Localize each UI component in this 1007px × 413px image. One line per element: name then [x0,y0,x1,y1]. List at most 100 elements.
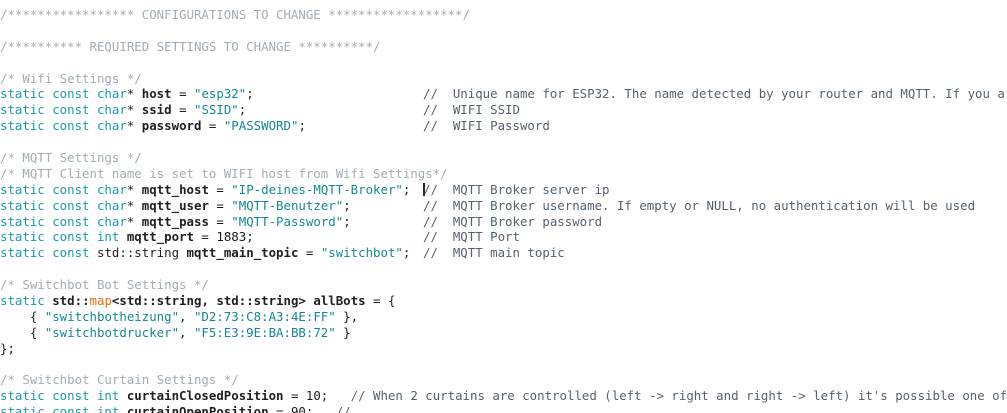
keyword-token: static const char [0,118,127,134]
string-literal: "MQTT-Benutzer" [231,197,344,213]
code-line: static const char* mqtt_pass = "MQTT-Pas… [0,214,1007,230]
semicolon: ; [246,86,254,102]
line-comment: // MQTT main topic [423,245,565,261]
map-key-string: "switchbotheizung" [44,308,180,324]
type-token: std::string [96,245,180,261]
block-comment-text: /* Switchbot Bot Settings */ [0,277,209,293]
pointer-star: * [126,86,135,102]
identifier-token: ssid [141,102,172,118]
map-key-string: "switchbotdrucker" [44,324,180,340]
indent [0,325,30,340]
identifier-token: mqtt_host [141,181,209,197]
identifier-token: mqtt_main_topic [186,245,299,261]
code-line: /* MQTT Client name is set to WIFI host … [0,166,1007,182]
map-value-string: "D2:73:C8:A3:4E:FF" [193,308,336,324]
line-comment: // MQTT Port [423,229,520,245]
block-comment-text: /********** REQUIRED SETTINGS TO CHANGE … [0,38,381,54]
string-literal: "esp32" [194,86,247,102]
identifier-token: mqtt_pass [141,213,209,229]
identifier-token: mqtt_port [126,229,194,245]
code-line: { "switchbotheizung", "D2:73:C8:A3:4E:FF… [0,309,1007,325]
semicolon: ; [343,197,351,213]
open-brace: { [387,293,396,309]
semicolon: ; [238,102,247,118]
namespace-token: std:: [44,293,90,309]
assign-operator: = [283,388,306,404]
identifier-token: host [141,86,172,102]
close-brace-statement: }; [0,340,15,356]
keyword-token: static const char [0,213,127,229]
generic-args: <std::string, std::string> [111,293,314,309]
code-line: /* Switchbot Curtain Settings */ [0,372,1007,388]
string-literal: "IP-deines-MQTT-Broker" [231,181,403,197]
code-line: static const int curtainClosedPosition =… [0,388,1007,404]
code-line: /* Wifi Settings */ [0,71,1007,87]
code-line-blank [0,55,1007,71]
code-line: /* MQTT Settings */ [0,150,1007,166]
code-line-blank [0,357,1007,373]
line-comment: // MQTT Broker password [423,213,603,229]
code-line: }; [0,341,1007,357]
block-comment-text: /* Switchbot Curtain Settings */ [0,372,239,388]
assign-operator: = [208,197,232,213]
identifier-token: password [141,118,202,134]
code-line: static std::map<std::string, std::string… [0,293,1007,309]
identifier-token: curtainClosedPosition [126,388,284,404]
code-line-blank [0,23,1007,39]
block-comment-text: /***************** CONFIGURATIONS TO CHA… [0,7,470,22]
assign-operator: = [208,181,232,197]
line-comment: // MQTT Broker server ip [423,181,610,197]
keyword-token: static [0,293,45,309]
semicolon: ; [402,181,411,197]
map-value-string: "F5:E3:9E:BA:BB:72" [193,324,336,340]
code-line: static const char* mqtt_host = "IP-deine… [0,182,1007,198]
semicolon: ; [402,245,411,261]
code-line: static const char* password = "PASSWORD"… [0,118,1007,134]
assign-operator: = [193,229,217,245]
line-comment: // MQTT Broker username. If empty or NUL… [423,197,976,213]
code-line-clipped: static const int curtainOpenPosition = 9… [0,404,359,413]
string-literal: "MQTT-Password" [231,213,344,229]
string-literal: "SSID" [194,102,239,118]
keyword-token: static const [0,245,97,261]
code-line: static const int mqtt_port = 1883;// MQT… [0,229,1007,245]
assign-operator: = [298,245,321,261]
block-comment-text: /* MQTT Settings */ [0,150,142,166]
pointer-star: * [126,181,135,197]
code-line: static const char* host = "esp32";// Uni… [0,86,1007,102]
assign-operator: = [201,118,224,134]
code-line: { "switchbotdrucker", "F5:E3:9E:BA:BB:72… [0,325,1007,341]
code-line: /********** REQUIRED SETTINGS TO CHANGE … [0,39,1007,55]
pointer-star: * [126,102,135,118]
code-line: static const char* ssid = "SSID";// WIFI… [0,102,1007,118]
code-line-blank [0,261,1007,277]
string-literal: "PASSWORD" [223,118,299,134]
code-line: /* Switchbot Bot Settings */ [0,277,1007,293]
assign-operator: = [365,293,388,309]
line-comment: // WIFI Password [423,118,550,134]
code-line: static const std::string mqtt_main_topic… [0,245,1007,261]
pointer-star: * [126,197,135,213]
block-comment-text: /* MQTT Client name is set to WIFI host … [0,165,448,181]
code-line: /***************** CONFIGURATIONS TO CHA… [0,7,1007,23]
keyword-token: static const int [0,229,120,245]
semicolon: ; [320,388,329,404]
assign-operator: = [208,213,232,229]
map-type-token: map [89,293,112,309]
code-line: static const char* mqtt_user = "MQTT-Ben… [0,198,1007,214]
inline-line-comment: // When 2 curtains are controlled (left … [328,388,1007,404]
semicolon: ; [298,118,306,134]
line-comment: // Unique name for ESP32. The name detec… [423,86,1007,102]
trailing-comma: , [350,308,359,324]
line-comment: // WIFI SSID [423,102,520,118]
keyword-token: static const int [0,388,120,404]
keyword-token: static const char [0,197,127,213]
identifier-token: allBots [313,293,366,309]
keyword-token: static const char [0,102,127,118]
indent [0,309,30,324]
assign-operator: = [171,86,194,102]
pointer-star: * [126,213,135,229]
semicolon: ; [246,229,254,245]
number-literal: 10 [305,388,321,404]
